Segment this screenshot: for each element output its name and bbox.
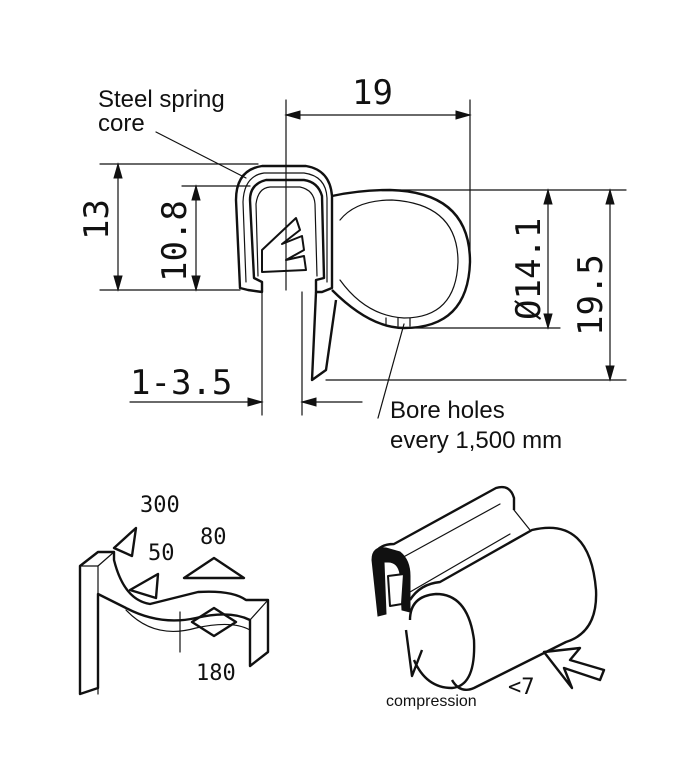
bore-leader <box>377 323 405 419</box>
hollow-bulb <box>331 188 472 330</box>
bore-mark <box>385 317 411 327</box>
steel-core-inner <box>255 186 318 277</box>
extrusion-top <box>372 485 516 557</box>
compression-arrow <box>542 646 606 690</box>
steel-core-label-2: core <box>98 110 145 137</box>
steel-core-leader <box>155 131 247 179</box>
force-180: 180 <box>196 661 236 686</box>
force-diagram: 300 50 80 180 <box>78 493 270 696</box>
lip-front <box>404 629 424 678</box>
dim-width-19: 19 <box>352 73 393 113</box>
hollow-bulb-inner <box>339 199 459 319</box>
bore-label-1: Bore holes <box>390 397 505 424</box>
profile-3d-view: <7 compression <box>371 485 606 710</box>
clip-plate <box>78 550 270 696</box>
arrow-300 <box>112 526 138 558</box>
steel-core-label-1: Steel spring <box>98 86 225 113</box>
force-80: 80 <box>200 525 227 550</box>
arrow-50 <box>128 572 160 600</box>
dim-clamp-range: 1-3.5 <box>130 363 232 403</box>
u-channel-outer <box>234 164 334 294</box>
arrow-180 <box>190 606 238 638</box>
bulb-extrusion <box>408 526 598 691</box>
bulb-front <box>408 592 476 690</box>
dim-height-13: 13 <box>77 199 117 240</box>
bore-label-2: every 1,500 mm <box>390 427 562 454</box>
dim-height-10-8: 10.8 <box>155 200 195 282</box>
dimension-lines <box>99 99 627 419</box>
u-channel-front <box>371 547 411 617</box>
compression-value: <7 <box>508 675 535 700</box>
dim-height-19-5: 19.5 <box>571 254 611 336</box>
arrow-80 <box>182 556 246 580</box>
steel-core-outer <box>242 172 328 283</box>
gripping-fingers <box>261 217 307 273</box>
force-300: 300 <box>140 493 180 518</box>
dim-bulb-diameter: Ø14.1 <box>509 218 549 320</box>
compression-label: compression <box>386 693 477 710</box>
sealing-lip <box>310 291 338 382</box>
force-50: 50 <box>148 541 175 566</box>
profile-cross-section <box>234 164 472 382</box>
